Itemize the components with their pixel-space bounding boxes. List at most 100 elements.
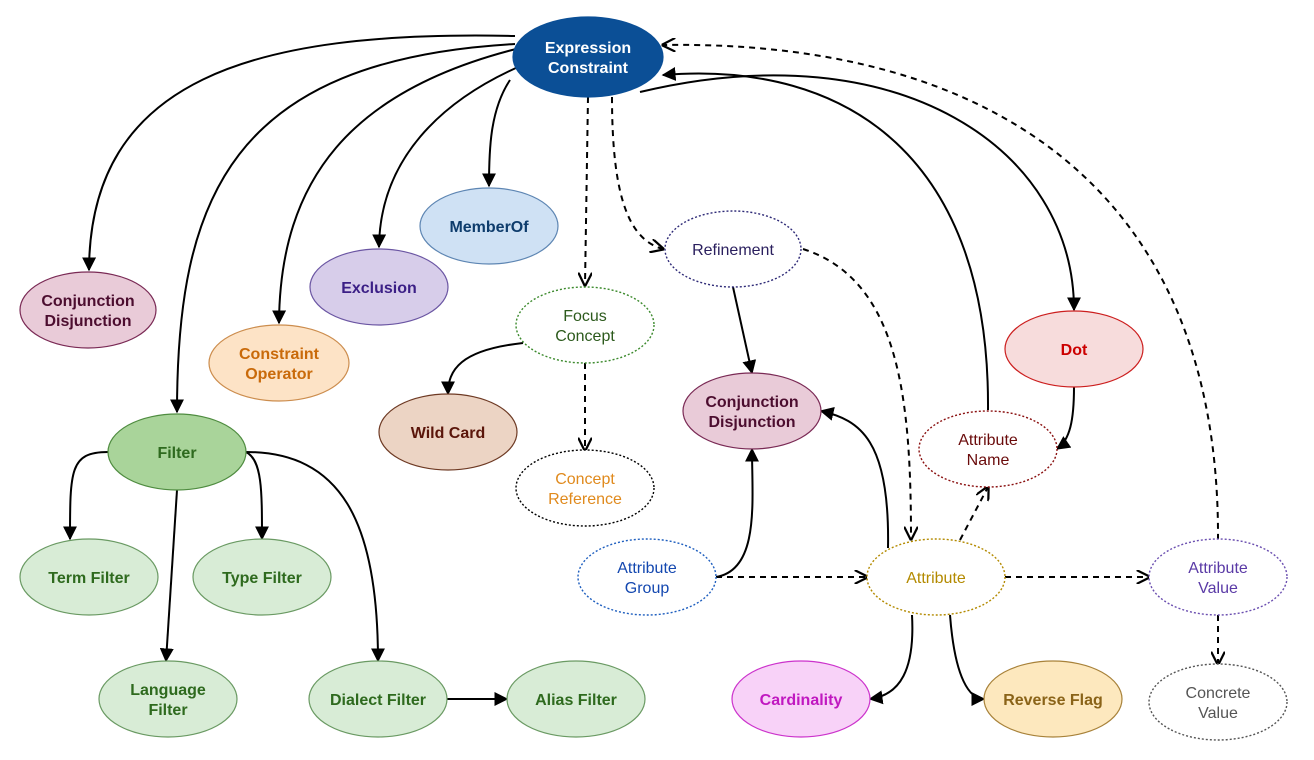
edge-refinement-to-conjDisjRight (732, 286, 757, 375)
node-exclusion-shape (309, 248, 449, 326)
node-filter: Filter (107, 413, 247, 491)
node-wildCard-shape (378, 393, 518, 471)
node-typeFilter: Type Filter (192, 538, 332, 616)
edge-expression-to-memberOf (482, 79, 511, 188)
node-focusConcept-label-line-1: Concept (555, 328, 615, 345)
edge-attributeName-to-expression (661, 67, 990, 411)
node-dialectFilter-label-line-0: Dialect Filter (330, 692, 426, 709)
node-attributeName-shape (918, 410, 1058, 488)
node-memberOf-label-line-0: MemberOf (449, 219, 529, 236)
edge-attributeValue-to-expression (663, 45, 1220, 541)
node-filter-shape (107, 413, 247, 491)
node-languageFilter-label-line-0: Language (130, 682, 206, 699)
node-exclusion: Exclusion (309, 248, 449, 326)
node-attribute: Attribute (866, 538, 1006, 616)
edge-attribute-to-cardinality (868, 614, 914, 705)
node-attributeValue-label-line-0: Attribute (1188, 560, 1248, 577)
node-focusConcept-shape (515, 286, 655, 364)
edge-filter-to-languageFilter (159, 489, 178, 663)
node-conjDisjRight-label-line-0: Conjunction (705, 394, 798, 411)
edge-filter-to-typeFilter (245, 451, 269, 541)
edge-expression-to-filter (170, 43, 516, 414)
edge-expression-to-refinement (611, 96, 663, 249)
node-dialectFilter: Dialect Filter (308, 660, 448, 738)
node-conjDisjRight-label-line-1: Disjunction (708, 414, 795, 431)
edges-layer (63, 34, 1220, 706)
edge-attributeGroup-to-conjDisjRight (715, 447, 760, 578)
node-conjDisjLeft-label-line-0: Conjunction (41, 293, 134, 310)
node-attributeGroup-shape (577, 538, 717, 616)
node-attribute-label-line-0: Attribute (906, 570, 966, 587)
node-reverseFlag: Reverse Flag (983, 660, 1123, 738)
node-conjDisjLeft-label-line-1: Disjunction (44, 313, 131, 330)
node-focusConcept-label-line-0: Focus (563, 308, 607, 325)
node-attributeValue-shape (1148, 538, 1288, 616)
node-aliasFilter-label-line-0: Alias Filter (535, 692, 617, 709)
node-languageFilter-label-line-1: Filter (148, 702, 187, 719)
node-memberOf-shape (419, 187, 559, 265)
node-attribute-shape (866, 538, 1006, 616)
node-cardinality: Cardinality (731, 660, 871, 738)
node-constraintOp-label-line-1: Operator (245, 366, 313, 383)
node-languageFilter-shape (98, 660, 238, 738)
node-concreteValue-label-line-1: Value (1198, 705, 1238, 722)
node-attributeGroup-label-line-1: Group (625, 580, 670, 597)
edge-attribute-to-conjDisjRight (819, 407, 890, 549)
node-termFilter-shape (19, 538, 159, 616)
node-conjDisjRight-shape (682, 372, 822, 450)
node-termFilter-label-line-0: Term Filter (48, 570, 130, 587)
edge-expression-to-constraintOp (272, 47, 521, 325)
node-concreteValue-label-line-0: Concrete (1186, 685, 1251, 702)
node-dot: Dot (1004, 310, 1144, 388)
edge-focusConcept-to-wildCard (441, 342, 524, 396)
node-expression-shape (512, 16, 664, 98)
edge-attribute-to-reverseFlag (949, 614, 986, 706)
nodes-layer: ExpressionConstraintConjunctionDisjuncti… (19, 16, 1288, 741)
node-reverseFlag-label-line-0: Reverse Flag (1003, 692, 1103, 709)
node-wildCard-label-line-0: Wild Card (411, 425, 486, 442)
node-concreteValue-shape (1148, 663, 1288, 741)
node-cardinality-shape (731, 660, 871, 738)
node-attributeName-label-line-0: Attribute (958, 432, 1018, 449)
node-wildCard: Wild Card (378, 393, 518, 471)
node-attributeGroup-label-line-0: Attribute (617, 560, 677, 577)
node-typeFilter-label-line-0: Type Filter (222, 570, 302, 587)
node-constraintOp-shape (208, 324, 350, 402)
node-typeFilter-shape (192, 538, 332, 616)
edge-expression-to-focusConcept (585, 96, 588, 285)
edge-refinement-to-attribute (802, 248, 911, 539)
edge-expression-to-conjDisjLeft (82, 34, 516, 272)
node-cardinality-label-line-0: Cardinality (760, 692, 843, 709)
node-filter-label-line-0: Filter (157, 445, 196, 462)
node-conjDisjLeft-shape (19, 271, 157, 349)
edge-filter-to-termFilter (63, 451, 109, 541)
node-attributeName-label-line-1: Name (967, 452, 1010, 469)
node-exclusion-label-line-0: Exclusion (341, 280, 417, 297)
node-termFilter: Term Filter (19, 538, 159, 616)
node-conceptRef-label-line-0: Concept (555, 471, 615, 488)
node-refinement-label-line-0: Refinement (692, 242, 774, 259)
node-reverseFlag-shape (983, 660, 1123, 738)
node-conceptRef-label-line-1: Reference (548, 491, 622, 508)
node-expression-label-line-0: Expression (545, 40, 631, 57)
node-dialectFilter-shape (308, 660, 448, 738)
node-refinement-shape (664, 210, 802, 288)
edge-filter-to-dialectFilter (245, 451, 385, 663)
node-conceptRef-shape (515, 449, 655, 527)
node-attributeValue-label-line-1: Value (1198, 580, 1238, 597)
node-aliasFilter-shape (506, 660, 646, 738)
node-aliasFilter: Alias Filter (506, 660, 646, 738)
edge-dot-to-attributeName (1055, 386, 1075, 450)
